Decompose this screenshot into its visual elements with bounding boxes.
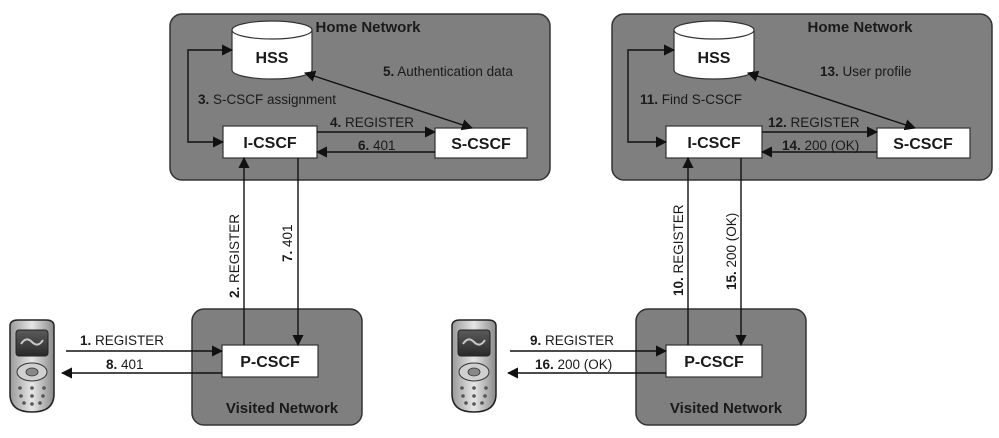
- right-icscf-label: I-CSCF: [687, 135, 741, 152]
- right-step12-label: 12. REGISTER: [768, 115, 860, 130]
- right-step9-label: 9. REGISTER: [530, 333, 614, 348]
- right-pcscf-label: P-CSCF: [684, 354, 744, 371]
- left-step4-label: 4. REGISTER: [330, 115, 414, 130]
- right-scenario: Home Network Visited Network HSS I-CSCF …: [451, 13, 993, 426]
- left-step6-label: 6. 401: [358, 138, 396, 153]
- mobile-phone-icon: [451, 319, 497, 413]
- right-step13-label: 13. User profile: [820, 64, 912, 79]
- right-step14-label: 14. 200 (OK): [782, 138, 859, 153]
- right-hss-node: HSS: [673, 20, 755, 80]
- left-step3-label: 3. S-CSCF assignment: [198, 92, 336, 107]
- right-scscf-node: S-CSCF: [876, 127, 971, 159]
- right-icscf-node: I-CSCF: [665, 125, 763, 159]
- left-scenario: Home Network Visited Network HSS I-CSCF …: [9, 13, 551, 426]
- right-step13-arrow: [746, 70, 917, 131]
- left-scscf-node: S-CSCF: [434, 127, 528, 159]
- left-step8-label: 8. 401: [106, 357, 144, 372]
- left-scscf-label: S-CSCF: [451, 136, 511, 153]
- left-visited-network-label: Visited Network: [226, 400, 339, 417]
- left-icscf-node: I-CSCF: [222, 125, 318, 159]
- right-visited-network-label: Visited Network: [670, 400, 783, 417]
- left-step1-label: 1. REGISTER: [80, 333, 164, 348]
- left-hss-label: HSS: [256, 50, 289, 67]
- left-home-network-label: Home Network: [315, 19, 421, 36]
- left-hss-node: HSS: [231, 20, 313, 80]
- right-step16-label: 16. 200 (OK): [535, 357, 612, 372]
- left-step2-label: 2. REGISTER: [227, 214, 242, 298]
- right-step11-label: 11. Find S-CSCF: [640, 92, 742, 107]
- right-step11-arrow: [627, 44, 676, 148]
- left-pcscf-label: P-CSCF: [240, 354, 300, 371]
- mobile-phone-icon: [9, 319, 55, 413]
- left-step3-arrow: [187, 44, 234, 148]
- left-icscf-label: I-CSCF: [243, 135, 297, 152]
- right-hss-label: HSS: [698, 50, 731, 67]
- right-scscf-label: S-CSCF: [893, 136, 953, 153]
- left-step5-label: 5. Authentication data: [383, 64, 513, 79]
- right-home-network-label: Home Network: [807, 19, 913, 36]
- left-pcscf-node: P-CSCF: [221, 344, 319, 378]
- right-step10-label: 10. REGISTER: [671, 204, 686, 296]
- left-step5-arrow: [303, 70, 474, 131]
- right-step15-label: 15. 200 (OK): [724, 213, 739, 290]
- right-pcscf-node: P-CSCF: [665, 344, 763, 378]
- left-step7-label: 7. 401: [280, 224, 295, 262]
